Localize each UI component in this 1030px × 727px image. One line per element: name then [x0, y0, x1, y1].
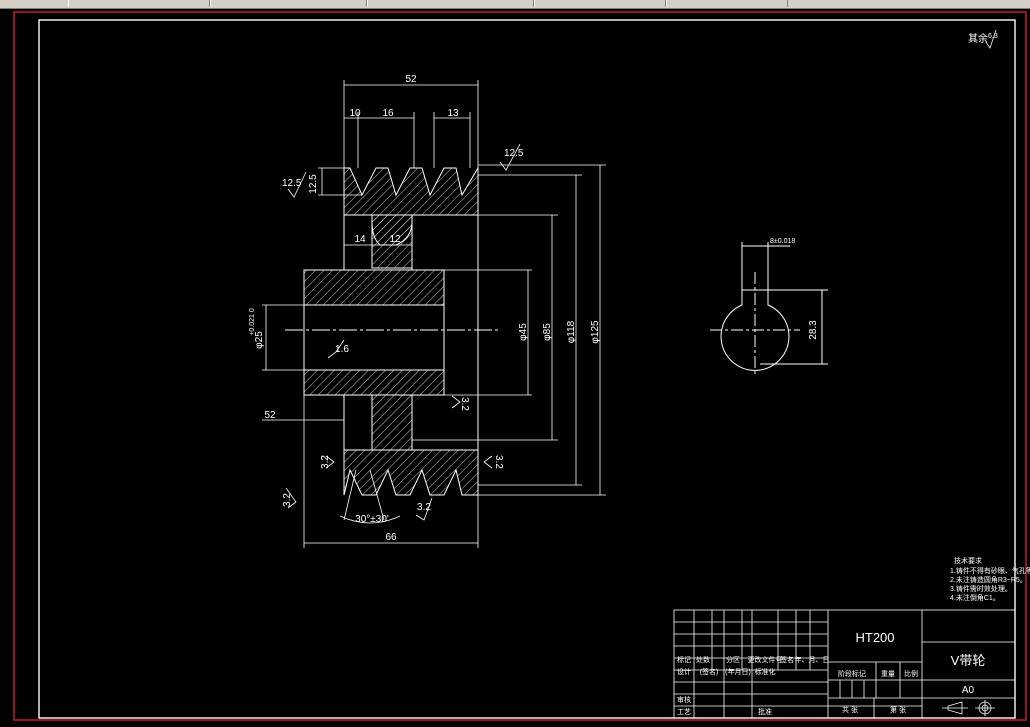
dim-bore-dia: φ25	[254, 331, 265, 349]
title-block	[673, 609, 1016, 719]
tb-stage-label: 重量	[881, 670, 895, 678]
tech-note-line: 1.铸件不得有砂眼、气孔等缺陷。	[950, 566, 1030, 575]
roughness-bore: 1.6	[335, 344, 349, 355]
dim-overall-width-top: 52	[405, 74, 417, 85]
corner-roughness-value: 6.3	[988, 33, 998, 40]
tb-row-label: (年月日)	[725, 667, 751, 676]
toolbar-segment[interactable]	[68, 0, 210, 7]
tb-stage-label: 阶段标记	[838, 669, 866, 678]
dim-groove-edge: 10	[349, 108, 361, 119]
toolbar-segment[interactable]	[210, 0, 367, 7]
tb-stage-label: 比例	[904, 669, 918, 678]
dim-hub-dia: φ45	[518, 323, 529, 341]
tb-footer-label: 第 张	[890, 705, 906, 714]
dim-web-offset: 14	[354, 234, 366, 245]
roughness-right-top: 12.5	[504, 148, 524, 159]
tb-header: 处数	[696, 655, 710, 664]
roughness-left-top: 12.5	[282, 178, 302, 189]
roughness-bottom-left: 3.2	[282, 493, 293, 507]
toolbar-segment[interactable]	[367, 0, 534, 7]
tb-header: 签名	[780, 655, 794, 664]
tb-header: 更改文件号	[748, 655, 783, 664]
corner-roughness-label: 其余	[968, 32, 988, 45]
keyway-width: 8±0.018	[770, 238, 795, 245]
roughness-left-groove: 3.2	[320, 455, 331, 469]
tb-left-bottom: 工艺	[677, 708, 691, 716]
outer-border	[13, 11, 1027, 721]
keyway-depth: 28.3	[808, 320, 819, 340]
tb-header: 年、月、日	[795, 655, 830, 664]
technical-requirements: 技术要求 1.铸件不得有砂眼、气孔等缺陷。 2.未注铸造圆角R3~R5。 3.铸…	[950, 556, 1030, 602]
cad-drawing-canvas[interactable]: 52 10 16 13 12.5 12.5 12.5 14 12 φ25 +0.…	[0, 8, 1030, 722]
dim-groove-width-top: 13	[447, 108, 459, 119]
dim-hub-length: 66	[385, 532, 397, 543]
toolbar-segment[interactable]	[666, 0, 788, 7]
roughness-inner: 3.2	[459, 397, 470, 411]
toolbar-segment[interactable]	[534, 0, 666, 7]
dim-web-thickness: 12	[389, 234, 401, 245]
roughness-right-groove: 3.2	[493, 455, 504, 469]
tech-note-line: 3.铸件需时效处理。	[950, 584, 1012, 593]
pulley-section-view	[285, 166, 500, 496]
dim-groove-angle: 30°±30'	[355, 514, 389, 525]
dim-outer-dia: φ125	[590, 320, 601, 344]
window-toolbar-strip	[0, 0, 1030, 9]
dim-hub-length-left: 52	[264, 410, 276, 421]
keyway-section-view	[710, 242, 828, 376]
dimension-labels: 52 10 16 13 12.5 12.5 12.5 14 12 φ25 +0.…	[249, 32, 998, 543]
tech-note-line: 2.未注铸造圆角R3~R5。	[950, 575, 1027, 584]
tb-left-bottom: 审核	[677, 695, 691, 704]
tb-header: 分区	[726, 655, 740, 664]
tb-header: 标记	[677, 655, 691, 664]
part-name: V带轮	[951, 653, 986, 668]
scale-or-sheet: A0	[962, 685, 975, 696]
dim-groove-depth: 12.5	[308, 174, 319, 194]
drawing-frame	[38, 19, 1016, 719]
tech-notes-title: 技术要求	[954, 556, 982, 565]
dim-groove-pitch: 16	[382, 108, 394, 119]
projection-symbol-icon	[942, 700, 995, 716]
main-view-dimensions	[262, 29, 997, 548]
roughness-bottom-mid: 3.2	[417, 502, 431, 513]
tech-note-line: 4.未注倒角C1。	[950, 593, 1000, 602]
tb-row-label: 设计	[677, 667, 691, 676]
tb-row-label: 标准化	[755, 667, 776, 676]
tb-footer-label: 共 张	[842, 705, 858, 714]
title-block-text: HT200 V带轮 A0 标记 处数 分区 更改文件号 签名 年、月、日 设计 …	[677, 630, 985, 716]
tb-left-bottom: 批准	[758, 707, 772, 716]
dim-bore-tol: +0.021 0	[249, 308, 256, 336]
material-label: HT200	[855, 630, 894, 645]
drawing-svg: 52 10 16 13 12.5 12.5 12.5 14 12 φ25 +0.…	[13, 11, 1030, 721]
tb-row-label: (签名)	[700, 667, 719, 676]
dim-pitch-dia: φ118	[566, 320, 577, 343]
dim-web-dia: φ85	[542, 323, 553, 341]
